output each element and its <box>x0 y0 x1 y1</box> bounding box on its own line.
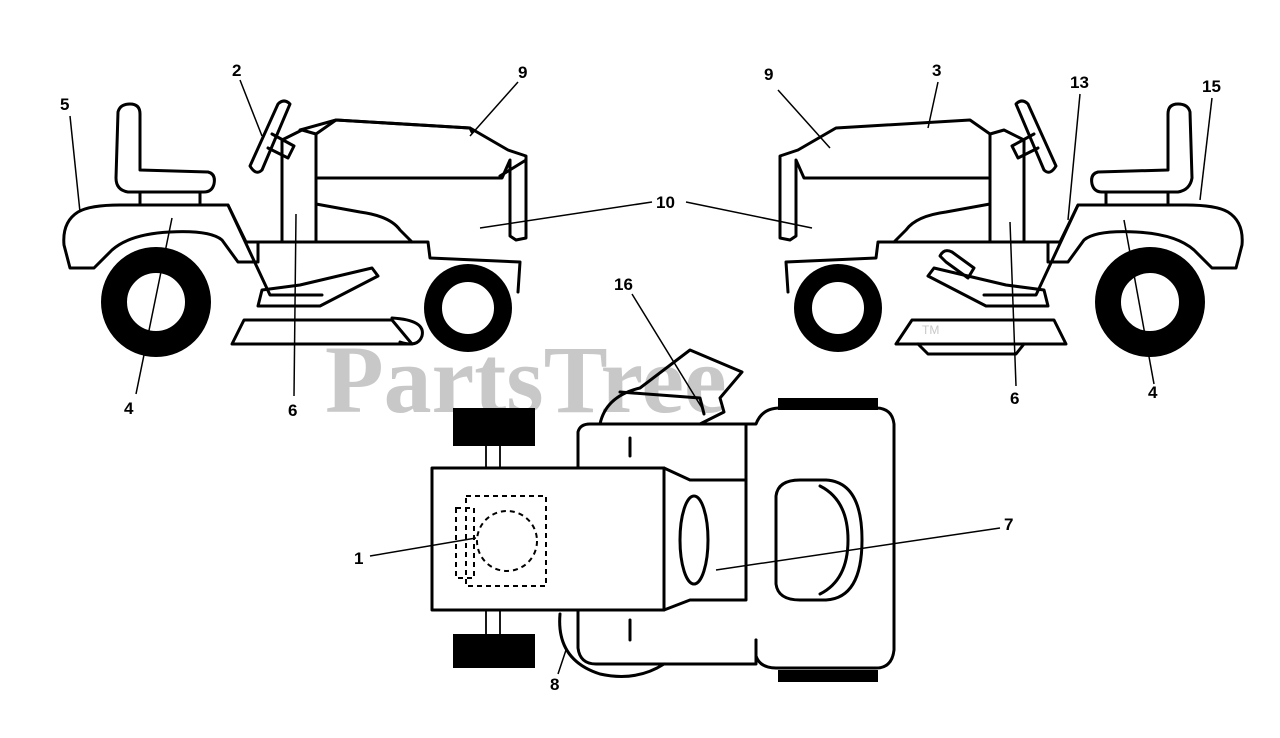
callout-7: 7 <box>1004 515 1013 534</box>
callout-5: 5 <box>60 95 69 114</box>
tractor-top-view <box>430 348 896 682</box>
callout-6-right: 6 <box>1010 389 1019 408</box>
tractor-left-side-view <box>62 99 528 357</box>
watermark-trademark: TM <box>922 323 939 337</box>
callout-9-left: 9 <box>518 63 527 82</box>
callout-6-left: 6 <box>288 401 297 420</box>
callout-3: 3 <box>932 61 941 80</box>
leader-lines <box>69 79 1213 675</box>
callout-10: 10 <box>656 193 675 212</box>
callout-13: 13 <box>1070 73 1089 92</box>
callout-4-left: 4 <box>124 399 134 418</box>
callout-labels: 2 9 5 4 6 10 9 3 13 15 6 4 16 1 7 8 <box>60 61 1221 694</box>
callout-15: 15 <box>1202 77 1221 96</box>
callout-16: 16 <box>614 275 633 294</box>
callout-2: 2 <box>232 61 241 80</box>
tractor-right-side-view <box>778 99 1244 357</box>
callout-1: 1 <box>354 549 363 568</box>
callout-8: 8 <box>550 675 559 694</box>
callout-9-right: 9 <box>764 65 773 84</box>
callout-4-right: 4 <box>1148 383 1158 402</box>
